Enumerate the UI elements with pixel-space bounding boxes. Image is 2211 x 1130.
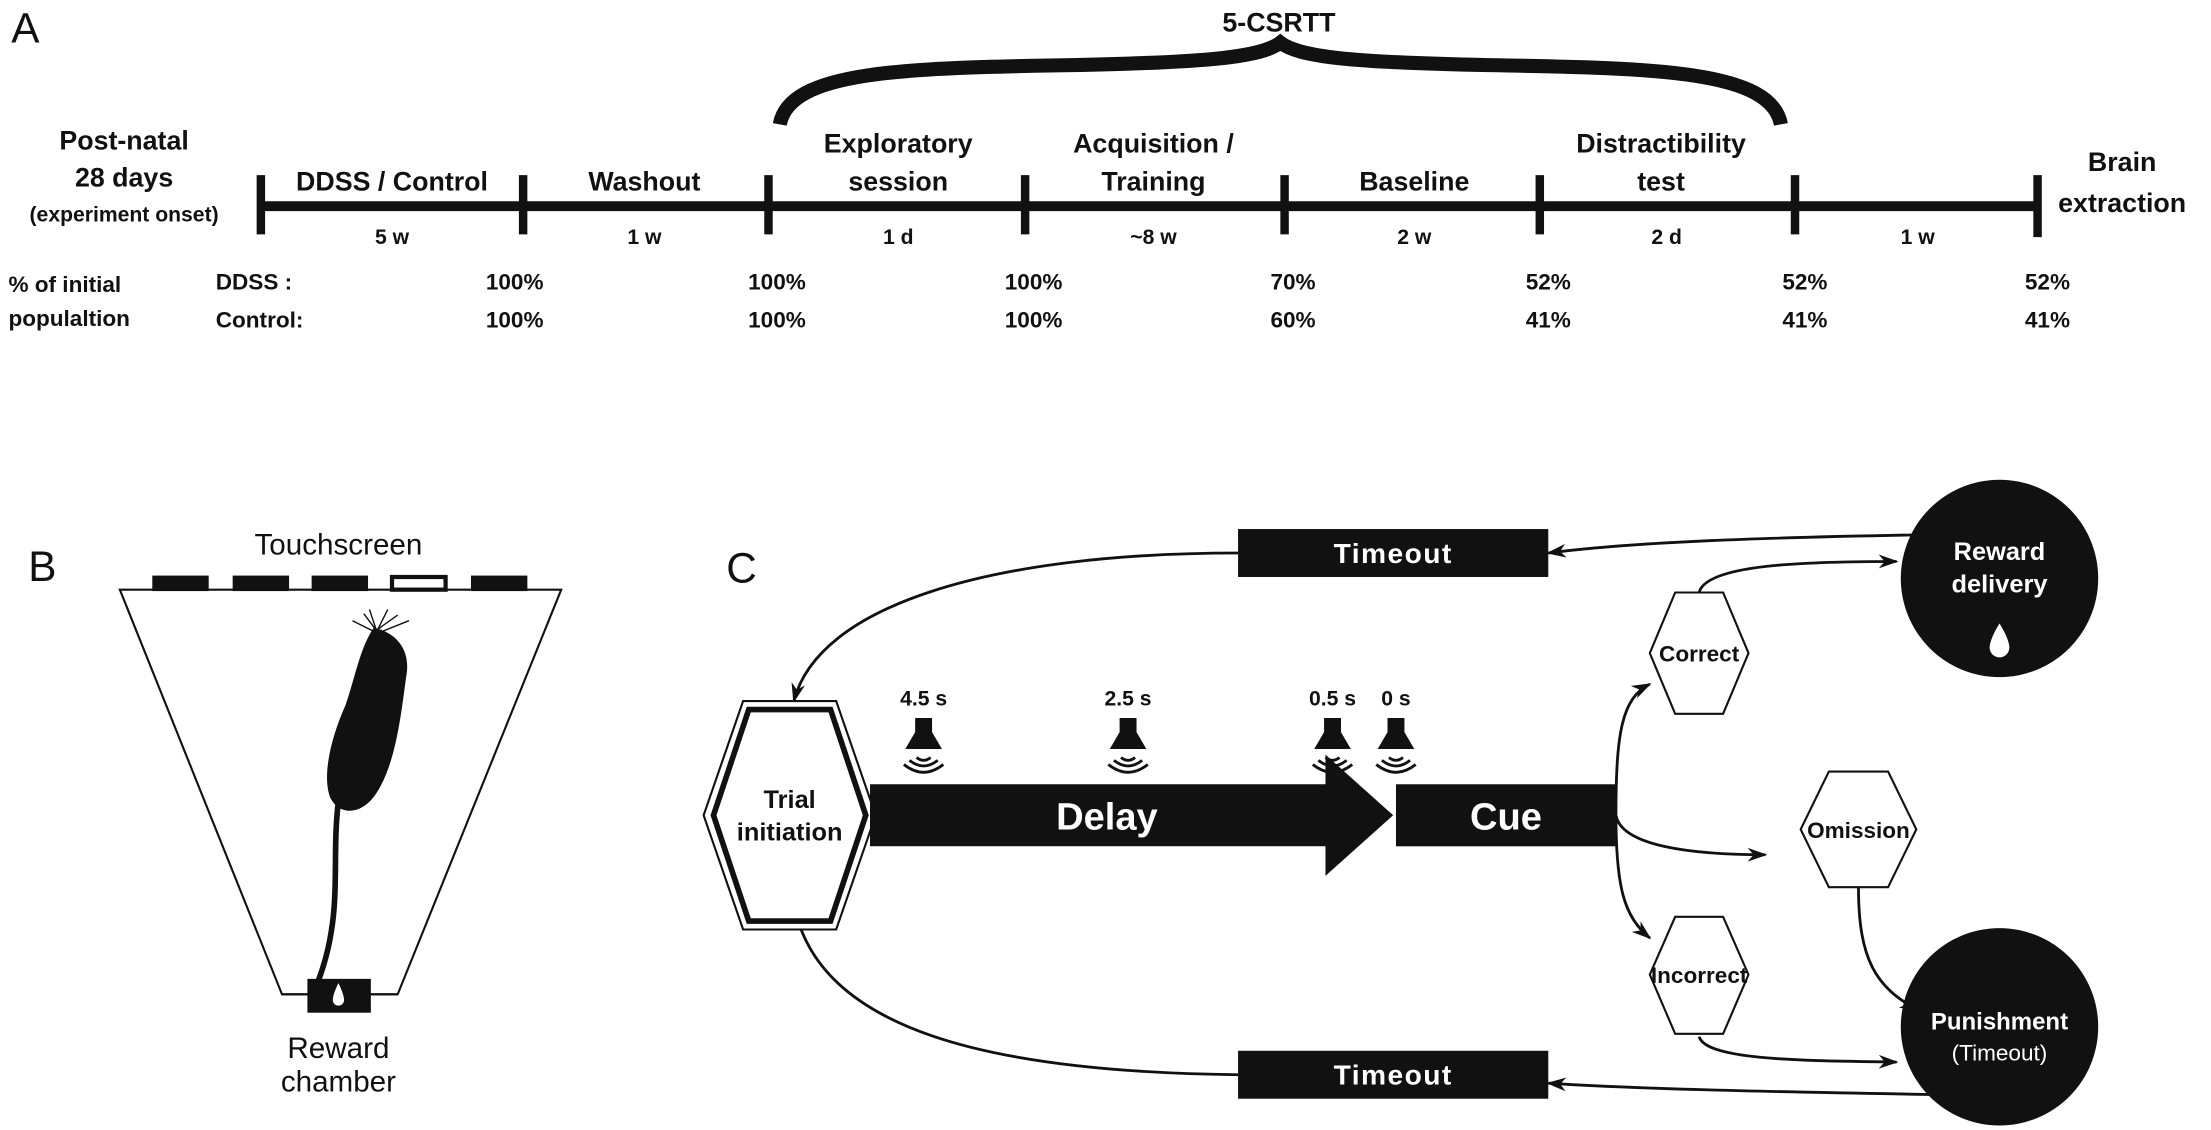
timeout-top-box: Timeout (1238, 529, 1549, 577)
population-value: 100% (1005, 269, 1063, 294)
population-value: 52% (1782, 269, 1827, 294)
correct-label: Correct (1659, 642, 1740, 667)
duration: ~8 w (1130, 226, 1177, 249)
end-line2: extraction (2058, 188, 2186, 218)
cue-box: Cue (1395, 784, 1616, 847)
csrtt-brace (772, 33, 1788, 127)
start-line2: 28 days (75, 162, 173, 192)
panel-a-timeline: A 5-CSRTT Post-natal 28 days (experiment… (8, 5, 2186, 333)
speakers: 4.5 s 2.5 s 0.5 s 0 s (900, 687, 1417, 774)
population-label-1: % of initial (8, 272, 121, 297)
trial-label-2: initiation (737, 819, 843, 847)
speaker-icon: 0 s (1375, 687, 1417, 774)
population-value: 41% (2025, 307, 2070, 332)
delay-label: Delay (1056, 796, 1158, 838)
control-row-label: Control: (216, 307, 304, 332)
population-values: 100% 100% 100% 70% 52% 52% 52% 100% 100% 100% 60% 4… (486, 269, 2070, 332)
phase-4-label-2: Training (1101, 167, 1205, 197)
timeout-bottom-label: Timeout (1334, 1059, 1453, 1091)
cue-label: Cue (1470, 796, 1542, 838)
duration: 2 w (1397, 226, 1432, 249)
population-value: 52% (2025, 269, 2070, 294)
population-label-2: populaltion (8, 306, 129, 331)
phase-6-label-2: test (1637, 167, 1685, 197)
population-value: 41% (1526, 307, 1571, 332)
panel-c-task-flow: C Timeout Timeout Trial initiation (702, 479, 2099, 1126)
omission-label: Omission (1807, 818, 1910, 843)
panel-b-apparatus: B Touchscreen Reward chamber (28, 528, 563, 1099)
population-value: 70% (1270, 269, 1315, 294)
panel-c-letter: C (726, 545, 757, 592)
duration: 1 d (883, 226, 914, 249)
omission-node: Omission (1799, 770, 1918, 889)
mouse-icon (310, 609, 410, 996)
punishment-label-1: Punishment (1931, 1009, 2068, 1036)
speaker-time: 2.5 s (1105, 687, 1152, 710)
incorrect-node: Incorrect (1648, 915, 1750, 1035)
timeout-top-label: Timeout (1334, 537, 1453, 569)
population-value: 52% (1526, 269, 1571, 294)
start-line1: Post-natal (59, 126, 188, 156)
delay-arrow: Delay (870, 754, 1394, 876)
ddss-row-label: DDSS : (216, 269, 292, 294)
water-drop-icon (332, 983, 345, 1006)
trial-initiation-node: Trial initiation (702, 700, 877, 931)
phase-labels: DDSS / Control Washout Exploratory sessi… (296, 129, 2186, 218)
trial-label-1: Trial (764, 786, 816, 814)
population-value: 100% (1005, 307, 1063, 332)
population-value: 100% (748, 269, 806, 294)
timeline-ticks (256, 175, 2042, 238)
water-drop-icon (1989, 623, 2010, 658)
phase-2-label: Washout (588, 167, 700, 197)
phase-3-label-1: Exploratory (824, 129, 973, 159)
phase-4-label-1: Acquisition / (1073, 129, 1234, 159)
touchscreen-label: Touchscreen (254, 528, 422, 561)
start-line3: (experiment onset) (30, 204, 219, 227)
panel-a-letter: A (11, 5, 40, 52)
reward-label-2: delivery (1952, 570, 2048, 598)
reward-delivery-node: Reward delivery (1900, 479, 2099, 678)
duration: 1 w (627, 226, 662, 249)
population-value: 60% (1270, 307, 1315, 332)
timeout-bottom-box: Timeout (1238, 1050, 1549, 1099)
speaker-time: 0.5 s (1309, 687, 1356, 710)
phase-1-label: DDSS / Control (296, 167, 488, 197)
speaker-time: 0 s (1381, 687, 1410, 710)
speaker-icon: 2.5 s (1105, 687, 1152, 774)
flow-arrows (790, 533, 1930, 1096)
speaker-icon: 4.5 s (900, 687, 947, 774)
punishment-label-2: (Timeout) (1952, 1041, 2048, 1066)
end-line1: Brain (2088, 147, 2156, 177)
durations: 5 w 1 w 1 d ~8 w 2 w 2 d 1 w (375, 226, 1935, 249)
incorrect-label: Incorrect (1651, 963, 1748, 988)
touchscreen-windows (152, 574, 528, 592)
csrtt-label: 5-CSRTT (1222, 7, 1336, 37)
duration: 5 w (375, 226, 410, 249)
population-value: 100% (486, 307, 544, 332)
population-value: 41% (1782, 307, 1827, 332)
phase-6-label-1: Distractibility (1576, 129, 1746, 159)
duration: 2 d (1651, 226, 1682, 249)
population-value: 100% (486, 269, 544, 294)
correct-node: Correct (1648, 591, 1750, 715)
reward-chamber-label-1: Reward (287, 1032, 389, 1065)
reward-label-1: Reward (1954, 538, 2046, 566)
punishment-node: Punishment (Timeout) (1900, 928, 2099, 1126)
speaker-time: 4.5 s (900, 687, 947, 710)
reward-chamber-label-2: chamber (281, 1066, 396, 1099)
phase-5-label: Baseline (1359, 167, 1469, 197)
speaker-icon: 0.5 s (1309, 687, 1356, 774)
population-value: 100% (748, 307, 806, 332)
duration: 1 w (1901, 226, 1936, 249)
phase-3-label-2: session (848, 167, 948, 197)
panel-b-letter: B (28, 543, 56, 590)
